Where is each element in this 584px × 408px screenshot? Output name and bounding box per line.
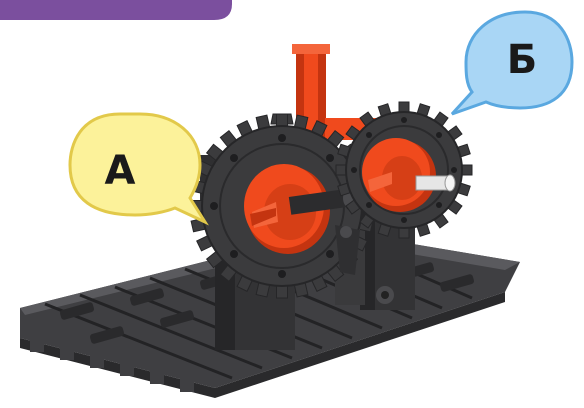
callout-a-label: А xyxy=(85,151,155,191)
callout-b-label: Б xyxy=(487,40,557,80)
title-banner xyxy=(0,0,232,20)
